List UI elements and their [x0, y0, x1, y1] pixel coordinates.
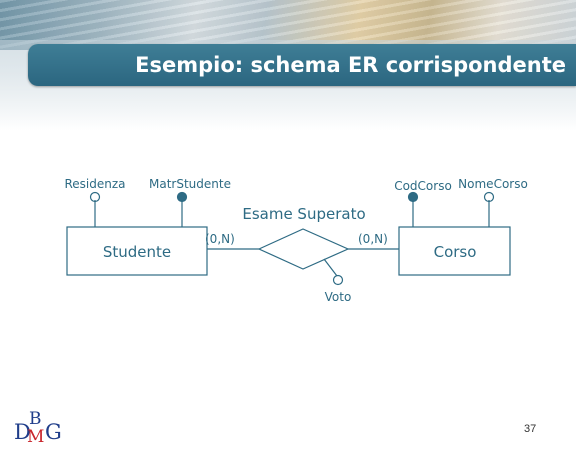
attribute-residenza: Residenza: [64, 177, 126, 227]
attribute-codcorso-label: CodCorso: [394, 179, 452, 193]
attribute-codcorso: CodCorso: [394, 179, 452, 227]
page-number: 37: [524, 423, 537, 435]
logo-letter-m: M: [27, 427, 45, 447]
attribute-voto-stem: [323, 258, 338, 277]
attribute-codcorso-identifier-marker: [407, 191, 419, 203]
logo-letter-b: B: [29, 409, 42, 429]
logo-letter-d: D: [14, 420, 31, 444]
entity-studente-box: [66, 226, 208, 276]
entity-corso-box: [398, 226, 511, 276]
attribute-voto: Voto: [323, 258, 352, 304]
title-bar: Esempio: schema ER corrispondente: [28, 44, 576, 86]
attribute-nomecorso-marker: [483, 191, 495, 203]
attribute-nomecorso-label: NomeCorso: [458, 177, 528, 191]
slide-title: Esempio: schema ER corrispondente: [135, 53, 566, 77]
header-banner: Esempio: schema ER corrispondente: [0, 0, 576, 130]
entity-corso: Corso: [398, 226, 511, 276]
attribute-matrstudente-identifier-marker: [176, 191, 188, 203]
cardinality-corso: (0,N): [358, 232, 388, 246]
attribute-residenza-marker: [89, 191, 101, 203]
relationship-diamond: [257, 228, 350, 270]
entity-studente-label: Studente: [103, 243, 171, 261]
entity-corso-label: Corso: [434, 243, 477, 261]
logo-letter-g: G: [45, 420, 62, 444]
relationship-esame-superato: Esame Superato: [207, 205, 399, 270]
dbmg-logo: D B M G: [14, 406, 74, 447]
relationship-label: Esame Superato: [242, 205, 365, 223]
entity-studente: Studente: [66, 226, 208, 276]
attribute-voto-marker: [332, 274, 344, 286]
attribute-residenza-label: Residenza: [64, 177, 125, 191]
cardinality-studente: (0,N): [205, 232, 235, 246]
attribute-matrstudente: MatrStudente: [149, 177, 231, 227]
attribute-nomecorso: NomeCorso: [458, 177, 528, 227]
attribute-matrstudente-label: MatrStudente: [149, 177, 231, 191]
attribute-voto-label: Voto: [325, 290, 352, 304]
